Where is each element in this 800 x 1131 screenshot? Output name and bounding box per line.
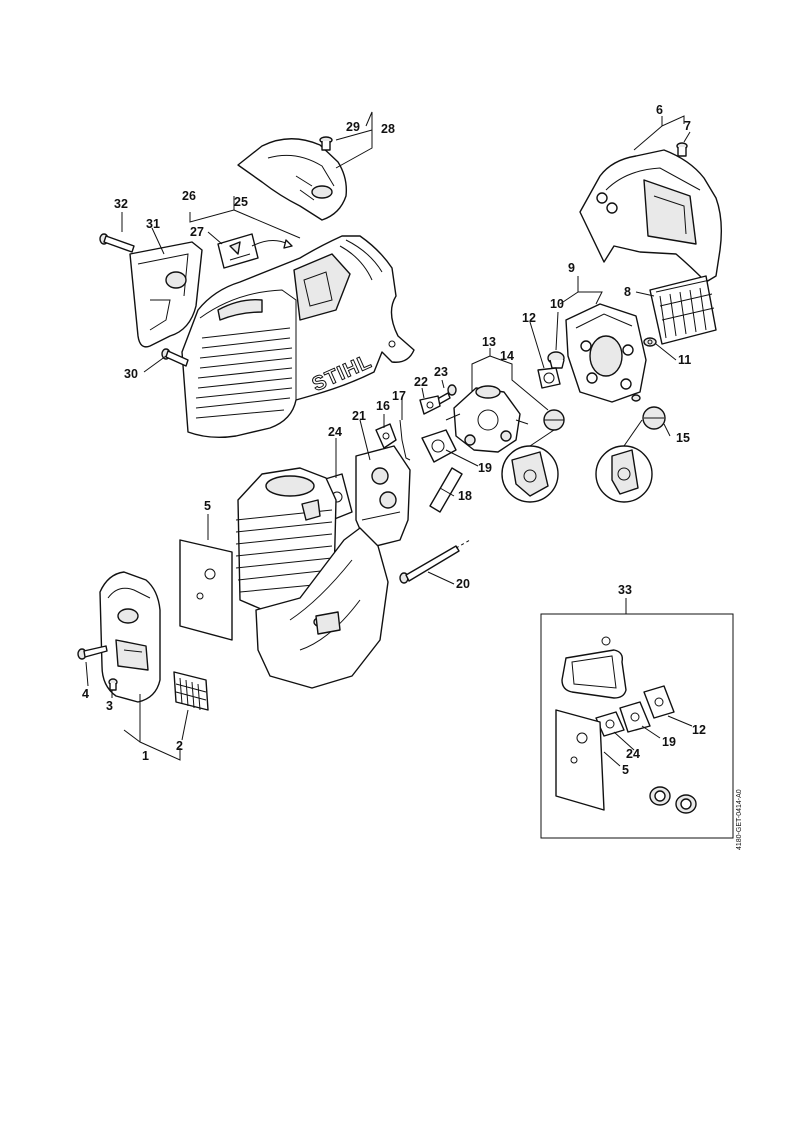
choke-part-14 bbox=[543, 409, 565, 431]
screw-32-part bbox=[99, 233, 135, 253]
callout-25: 25 bbox=[234, 195, 248, 209]
warning-label-part bbox=[217, 233, 293, 269]
nut-11-part bbox=[643, 337, 657, 347]
callout-17: 17 bbox=[392, 389, 406, 403]
gasket-19-part bbox=[421, 429, 457, 463]
impulse-hose-18-part bbox=[429, 467, 463, 513]
muffler-part bbox=[99, 571, 161, 703]
intake-manifold-part bbox=[355, 445, 411, 549]
sleeve-10-part bbox=[547, 351, 565, 369]
engine-cylinder-part bbox=[235, 467, 337, 613]
choke-part-15 bbox=[631, 394, 666, 430]
callout-18: 18 bbox=[458, 489, 472, 503]
spark-screen-2-part bbox=[173, 671, 209, 711]
callout-4: 4 bbox=[82, 687, 89, 701]
long-screw-20-part bbox=[399, 539, 471, 584]
gasket-kit-box bbox=[540, 613, 734, 839]
lever-22-part bbox=[419, 395, 441, 415]
kit-callout-19: 19 bbox=[662, 735, 676, 749]
callout-16: 16 bbox=[376, 399, 390, 413]
callout-5: 5 bbox=[204, 499, 211, 513]
muffler-gasket-5-part bbox=[179, 539, 233, 641]
kit-callout-12: 12 bbox=[692, 723, 706, 737]
carburetor-part bbox=[445, 385, 529, 453]
callout-23: 23 bbox=[434, 365, 448, 379]
leader-lines bbox=[85, 111, 693, 767]
callout-29: 29 bbox=[346, 120, 360, 134]
kit-callout-5: 5 bbox=[622, 763, 629, 777]
callout-24: 24 bbox=[328, 425, 342, 439]
callout-12: 12 bbox=[522, 311, 536, 325]
screw-7-part bbox=[676, 142, 688, 157]
callout-30: 30 bbox=[124, 367, 138, 381]
kit-callout-24: 24 bbox=[626, 747, 640, 761]
callout-33: 33 bbox=[618, 583, 632, 597]
callout-7: 7 bbox=[684, 119, 691, 133]
callout-22: 22 bbox=[414, 375, 428, 389]
filter-base-part bbox=[565, 303, 647, 403]
callout-26: 26 bbox=[182, 189, 196, 203]
callout-9: 9 bbox=[568, 261, 575, 275]
filter-element-part bbox=[649, 275, 717, 345]
callout-31: 31 bbox=[146, 217, 160, 231]
drawing-reference-number: 4180-GET-0414-A0 bbox=[736, 789, 743, 850]
spring-16-part bbox=[375, 423, 397, 449]
screw-29-part bbox=[319, 136, 333, 151]
callout-8: 8 bbox=[624, 285, 631, 299]
choke-inset-15 bbox=[595, 419, 653, 503]
gasket-12-part bbox=[537, 367, 561, 389]
callout-1: 1 bbox=[142, 749, 149, 763]
screw-4-part bbox=[77, 645, 108, 660]
callout-19: 19 bbox=[478, 461, 492, 475]
callout-6: 6 bbox=[656, 103, 663, 117]
callout-15: 15 bbox=[676, 431, 690, 445]
callout-27: 27 bbox=[190, 225, 204, 239]
clip-17-part bbox=[399, 419, 411, 461]
callout-3: 3 bbox=[106, 699, 113, 713]
callout-13: 13 bbox=[482, 335, 496, 349]
callout-11: 11 bbox=[678, 353, 691, 367]
callout-21: 21 bbox=[352, 409, 366, 423]
filter-cover-part bbox=[579, 149, 723, 283]
choke-inset-14 bbox=[501, 429, 559, 503]
kit-frame bbox=[540, 613, 734, 839]
callout-28: 28 bbox=[381, 122, 395, 136]
callout-10: 10 bbox=[550, 297, 564, 311]
screw-3-part bbox=[108, 678, 118, 691]
callout-2: 2 bbox=[176, 739, 183, 753]
shroud-vent-grille bbox=[195, 327, 293, 419]
crankcase-part bbox=[255, 527, 389, 689]
screw-30-part bbox=[161, 348, 189, 367]
callout-14: 14 bbox=[500, 349, 514, 363]
callout-32: 32 bbox=[114, 197, 128, 211]
callout-labels: 29 28 26 25 27 32 31 30 6 7 9 8 10 12 11… bbox=[82, 103, 706, 777]
side-cover-part bbox=[129, 241, 203, 348]
top-cover-part bbox=[237, 138, 348, 221]
callout-20: 20 bbox=[456, 577, 470, 591]
